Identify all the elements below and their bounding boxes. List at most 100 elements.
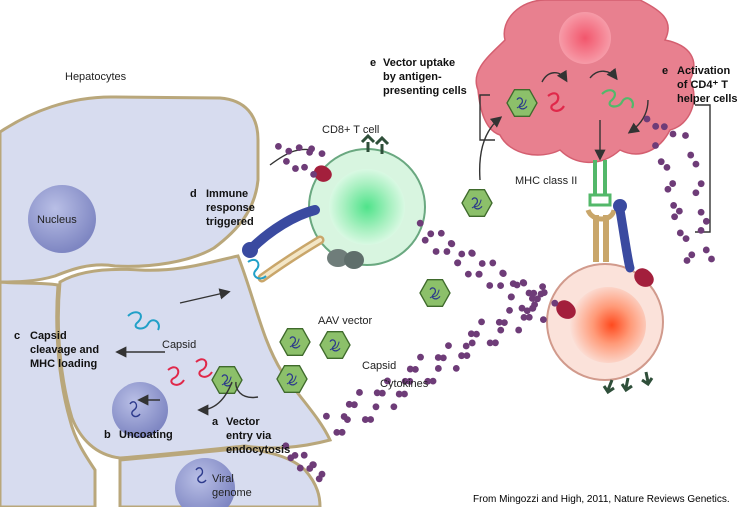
cytokine-dot (384, 377, 391, 385)
cytokine-dot (486, 339, 494, 347)
cytokine-dot (463, 352, 471, 360)
cytokine-dot (525, 289, 533, 297)
nucleus-top (28, 185, 96, 253)
label-c-line1: Capsid (30, 330, 67, 342)
cytokine-dot (657, 158, 665, 166)
label-e2-letter: e (662, 65, 668, 77)
cytokine-dot (283, 158, 290, 165)
label-e1-line3: presenting cells (383, 85, 467, 97)
cytokine-dot (372, 403, 380, 411)
cytokine-dot (497, 326, 505, 334)
cytokine-dot (458, 250, 466, 258)
cytokine-dot (378, 389, 386, 397)
label-c-line2: cleavage and (30, 344, 99, 356)
cytokine-dot (682, 235, 690, 243)
nucleus-bottom (175, 458, 235, 507)
cytokine-dot (401, 390, 408, 398)
cytokine-dot (424, 377, 432, 385)
cytokine-dot (663, 163, 671, 171)
label-hepatocytes: Hepatocytes (65, 71, 127, 83)
cytokine-dot (361, 416, 369, 423)
cytokine-dot (697, 180, 705, 188)
cytokine-dot (468, 249, 476, 257)
cytokine-dot (497, 282, 504, 289)
cytokine-dot (306, 465, 314, 472)
cytokine-dot (523, 307, 531, 315)
cytokine-dot (540, 316, 547, 323)
cytokine-dot (406, 377, 414, 385)
label-c-line3: MHC loading (30, 358, 97, 370)
label-a-letter: a (212, 416, 219, 428)
cytokine-dot (333, 429, 341, 436)
cytokine-dot (697, 226, 705, 234)
cytokine-dot (287, 454, 295, 462)
viral-genome-squiggle-1 (129, 401, 141, 418)
cytokine-dot (670, 202, 678, 209)
cytokine-dot (437, 229, 445, 237)
cytokine-dot (675, 207, 683, 215)
cytokine-dot (295, 144, 303, 152)
label-e2-line1: Activation (677, 65, 730, 77)
label-capsid-left: Capsid (162, 339, 196, 351)
cytokine-dot (492, 339, 499, 347)
antigen-presenting-cell (475, 0, 695, 164)
mhc-class-ii-complex (585, 160, 635, 273)
cytokine-dot (676, 229, 684, 237)
cytokine-dot (652, 142, 659, 149)
cytokine-dot (443, 248, 451, 255)
label-e2-line2: of CD4⁺ T (677, 79, 728, 91)
cytokine-dot (687, 151, 695, 159)
cytokine-dot (296, 464, 304, 472)
label-d-line1: Immune (206, 188, 248, 200)
label-b-letter: b (104, 429, 111, 441)
cd4-t-helper-cell (546, 263, 664, 395)
cytokine-dot (318, 150, 326, 158)
cytokine-dot (390, 403, 398, 411)
cytokine-dot (688, 251, 696, 259)
peptide-left (247, 258, 267, 280)
label-d-line3: triggered (206, 216, 254, 228)
cytokine-dot (282, 442, 290, 450)
cytokine-dot (531, 301, 538, 308)
cytokine-dot (310, 171, 317, 178)
cytokine-dot (432, 248, 440, 255)
label-c-letter: c (14, 330, 20, 342)
cytokine-dot (464, 270, 472, 278)
cytokine-dot (275, 143, 282, 150)
cytokine-dot (401, 377, 409, 385)
cytokine-dot (539, 283, 546, 290)
cytokine-dot (520, 313, 528, 321)
cytokine-dot (447, 239, 455, 247)
cytokine-dot (417, 353, 424, 361)
label-a-line2: entry via (226, 430, 272, 442)
cytokine-dot (513, 281, 521, 289)
cytokine-dot (702, 246, 710, 254)
capsid-fragments (127, 89, 634, 386)
cytokine-dot (452, 364, 460, 372)
label-d-letter: d (190, 188, 197, 200)
cytokine-dot (478, 318, 485, 326)
cytokine-dot (315, 475, 323, 483)
cytokine-dot (664, 185, 672, 193)
cytokine-dot (692, 160, 700, 168)
cytokine-dot (683, 257, 691, 264)
apc-nucleus (559, 12, 611, 64)
cytokine-dot (338, 428, 346, 436)
cytokine-dot (427, 230, 435, 238)
cytokine-dot (537, 290, 545, 298)
cd8-t-cell (308, 133, 426, 269)
cytokine-dot (292, 165, 299, 172)
cytokine-dots (275, 115, 715, 483)
cytokine-dot (692, 189, 700, 197)
cytokine-dot (643, 115, 651, 123)
cytokine-dot (702, 217, 710, 225)
cytokine-dot (308, 145, 315, 153)
hepatocyte-tissue (0, 95, 333, 507)
cytokine-dot (495, 318, 503, 326)
cytokine-dot (356, 389, 363, 396)
cytokine-dot (660, 123, 668, 131)
cytokine-dot (501, 319, 508, 326)
label-viral-line2: genome (212, 487, 252, 499)
